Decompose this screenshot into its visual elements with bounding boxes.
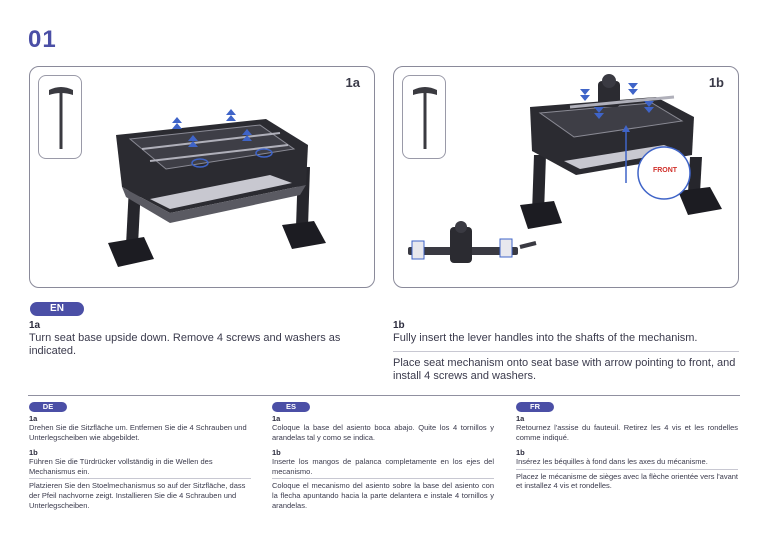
illustration-panel-1a: 1a xyxy=(29,66,375,288)
es-instructions: 1a Coloque la base del asiento boca abaj… xyxy=(272,414,494,510)
mechanism-on-seat-base-illustration xyxy=(408,74,722,263)
section-divider xyxy=(28,395,740,396)
divider xyxy=(29,478,251,480)
lang-badge-de: DE xyxy=(29,402,67,412)
instruction-text: Inserte los mangos de palanca completame… xyxy=(272,457,494,476)
instruction-text: Führen Sie die Türdrücker vollständig in… xyxy=(29,457,213,476)
divider xyxy=(272,478,494,480)
instruction-text: Fully insert the lever handles into the … xyxy=(393,332,698,344)
fr-instructions: 1a Retournez l'assise du fauteuil. Retir… xyxy=(516,414,738,491)
seat-base-upside-down-illustration xyxy=(108,109,326,267)
illustration-panel-1b: 1b xyxy=(393,66,739,288)
instruction-text: Coloque la base del asiento boca abajo. … xyxy=(272,423,494,442)
tool-box xyxy=(38,75,82,159)
instruction-text: Retournez l'assise du fauteuil. Retirez … xyxy=(516,423,738,442)
lang-badge-fr: FR xyxy=(516,402,554,412)
en-instruction-1a: 1a Turn seat base upside down. Remove 4 … xyxy=(29,320,381,358)
panel-label-1a: 1a xyxy=(345,75,360,90)
instruction-text: Coloque el mecanismo del asiento sobre l… xyxy=(272,481,494,510)
heading-1b: 1b xyxy=(272,448,281,458)
instruction-text: Platzieren Sie den Stoelmechanismus so a… xyxy=(29,481,246,510)
tool-box xyxy=(402,75,446,159)
instruction-text: Turn seat base upside down. Remove 4 scr… xyxy=(29,332,341,357)
t-handle-hex-key-icon xyxy=(413,87,437,149)
lang-badge-en: EN xyxy=(30,302,84,316)
panel-label-1b: 1b xyxy=(708,75,724,90)
heading-1a: 1a xyxy=(516,414,525,423)
lang-badge-es: ES xyxy=(272,402,310,412)
en-instruction-1b: 1b Fully insert the lever handles into t… xyxy=(393,320,739,383)
divider xyxy=(516,468,738,470)
instruction-text: Insérez les béquilles à fond dans les ax… xyxy=(516,457,708,467)
t-handle-hex-key-icon xyxy=(49,87,73,149)
instruction-text: Placez le mécanisme de sièges avec la fl… xyxy=(516,471,738,491)
heading-1b: 1b xyxy=(29,448,38,458)
front-tag: FRONT xyxy=(652,167,678,174)
heading-1b: 1b xyxy=(516,448,525,458)
heading-1b: 1b xyxy=(393,320,405,331)
step-number: 01 xyxy=(28,26,57,53)
divider xyxy=(393,351,739,352)
heading-1a: 1a xyxy=(29,320,41,331)
instruction-text: Drehen Sie die Sitzfläche um. Entfernen … xyxy=(29,423,247,442)
heading-1a: 1a xyxy=(29,414,38,423)
de-instructions: 1a Drehen Sie die Sitzfläche um. Entfern… xyxy=(29,414,251,510)
instruction-text: Place seat mechanism onto seat base with… xyxy=(393,357,736,382)
heading-1a: 1a xyxy=(272,414,281,423)
